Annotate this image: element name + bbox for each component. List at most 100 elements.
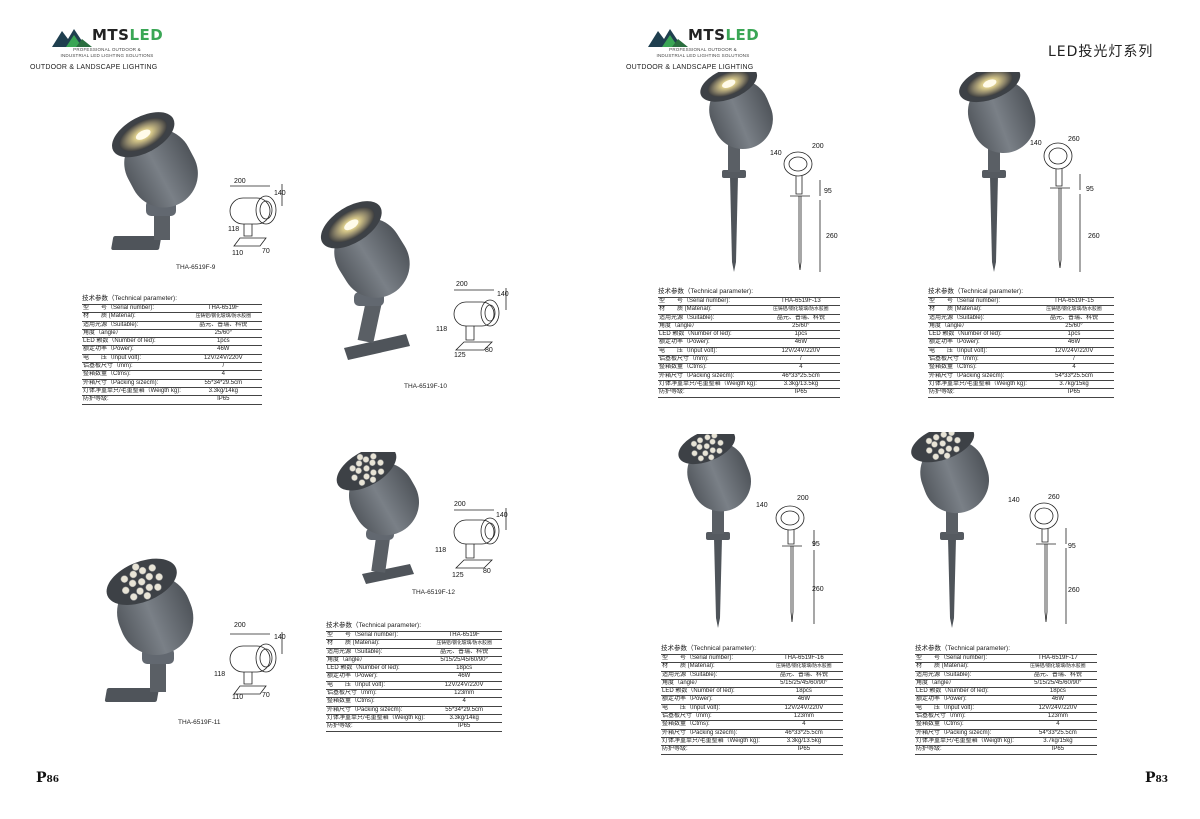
table-row: 适用光源（Suitable):晶元、普瑞、科锐 xyxy=(658,313,840,323)
fixture-image-16 xyxy=(678,434,751,628)
table-row: 防护等级:IP65 xyxy=(928,388,1114,398)
table-row: 灯体净重单只/毛重整箱（Weigth kg):3.7kg/15kg xyxy=(915,736,1097,746)
spec-title: 技术参数（Technical parameter): xyxy=(661,645,756,652)
fixture-image-9 xyxy=(111,112,198,250)
dim-10-base-d: 80 xyxy=(485,347,493,354)
table-row: 外箱尺寸（Packing sizecm):54*33*25.5cm xyxy=(915,728,1097,738)
dim-16-spike: 260 xyxy=(812,586,824,593)
table-row: 铝基板尺寸（mm):123mm xyxy=(326,689,502,698)
table-row: LED 颗数（Number of led):1pcs xyxy=(658,330,840,339)
dimension-drawing-9 xyxy=(229,184,283,247)
left-logo-subtitle-2: INDUSTRIAL LED LIGHTING SOLUTIONS xyxy=(60,52,154,58)
table-row: 防护等级:IP65 xyxy=(915,745,1097,755)
table-row: 灯体净重单只/毛重整箱（Weigth kg):3.7kg/15kg xyxy=(928,379,1114,389)
spec-table: 型 号（Serial number):THA-6519F-17 材 质 (Mat… xyxy=(915,653,1097,755)
dim-9-base-d: 70 xyxy=(262,248,270,255)
dim-10-total: 118 xyxy=(436,326,448,333)
right-page-number: P83 xyxy=(1145,770,1169,786)
dimension-drawing-17 xyxy=(1029,502,1067,624)
dim-10-height: 140 xyxy=(497,291,509,298)
table-row: 电 压（Input volt):12V/24V/220V xyxy=(82,353,262,363)
left-logo-text: MTSLED xyxy=(92,26,164,44)
spec-table-15: 技术参数（Technical parameter): 型 号（Serial nu… xyxy=(928,285,1114,398)
dim-11-base-w: 110 xyxy=(232,694,244,701)
model-label-10: THA-6519F-10 xyxy=(404,383,447,390)
dim-16-dia: 140 xyxy=(756,502,768,509)
dim-11-total: 118 xyxy=(214,671,226,678)
dim-11-base-d: 70 xyxy=(262,692,270,699)
table-row: 整箱数量（Ctms):4 xyxy=(661,720,843,730)
dimension-drawing-15 xyxy=(1043,142,1081,272)
dim-13-spike: 260 xyxy=(826,233,838,240)
fixture-image-15 xyxy=(959,72,1036,272)
dim-16-height: 95 xyxy=(812,541,820,548)
table-row: 电 压（Input volt):12V/24V/220V xyxy=(915,703,1097,713)
table-row: 铝基板尺寸（mm):/ xyxy=(928,355,1114,364)
spec-title: 技术参数（Technical parameter): xyxy=(928,288,1023,295)
mtsled-logo-icon xyxy=(648,27,688,47)
dim-11-width: 200 xyxy=(234,622,246,629)
dim-9-base-w: 110 xyxy=(232,250,244,257)
table-row: LED 颗数（Number of led):18pcs xyxy=(915,687,1097,696)
dim-13-height: 95 xyxy=(824,188,832,195)
table-row: 角度（angle）5/15/25/45/60/90° xyxy=(661,678,843,688)
dim-12-base-w: 125 xyxy=(452,572,464,579)
table-row: 灯体净重单只/毛重整箱（Weigth kg):3.3kg/13.5kg xyxy=(658,379,840,389)
table-row: LED 颗数（Number of led):18pcs xyxy=(326,664,502,673)
fixture-image-13 xyxy=(700,72,773,272)
table-row: 材 质 (Material):压铸铝/钢化玻璃/防水胶圈 xyxy=(326,639,502,649)
table-row: 灯体净重单只/毛重整箱（Weigth kg):3.3kg/14kg xyxy=(326,713,502,723)
table-row: 整箱数量（Ctms):4 xyxy=(928,363,1114,373)
table-row: 材 质 (Material):压铸铝/钢化玻璃/防水胶圈 xyxy=(915,662,1097,672)
table-row: 外箱尺寸（Packing sizecm):55*34*29.5cm xyxy=(82,378,262,388)
spec-title: 技术参数（Technical parameter): xyxy=(326,622,421,629)
table-row: 角度（angle）5/15/25/45/60/90° xyxy=(915,678,1097,688)
table-row: 铝基板尺寸（mm):/ xyxy=(82,362,262,371)
right-logo-text: MTSLED xyxy=(688,26,760,44)
dimension-drawing-13 xyxy=(783,151,821,272)
left-brand-block: MTSLED PROFESSIONAL OUTDOOR & INDUSTRIAL… xyxy=(52,27,163,58)
spec-title: 技术参数（Technical parameter): xyxy=(658,288,753,295)
model-label-9: THA-6519F-9 xyxy=(176,264,216,271)
dim-10-width: 200 xyxy=(456,281,468,288)
dim-12-base-d: 80 xyxy=(483,568,491,575)
table-row: 适用光源（Suitable):晶元、普瑞、科锐 xyxy=(915,670,1097,680)
dim-17-spike: 260 xyxy=(1068,587,1080,594)
spec-table: 型 号（Serial number):THA-6519F 材 质 (Materi… xyxy=(82,303,262,405)
dim-17-height: 95 xyxy=(1068,543,1076,550)
dim-12-height: 140 xyxy=(496,512,508,519)
model-label-11: THA-6519F-11 xyxy=(178,719,221,726)
table-row: 外箱尺寸（Packing sizecm):55*34*29.5cm xyxy=(326,705,502,715)
left-logo-subtitle-1: PROFESSIONAL OUTDOOR & xyxy=(73,47,141,52)
dim-15-spike: 260 xyxy=(1088,233,1100,240)
table-row: 角度（angle）25/60° xyxy=(658,321,840,331)
table-row: 型 号（Serial number):THA-6519F-15 xyxy=(928,296,1114,306)
left-section-title: OUTDOOR & LANDSCAPE LIGHTING xyxy=(30,64,158,71)
fixture-image-10 xyxy=(320,201,410,360)
table-row: 型 号（Serial number):THA-6519F-13 xyxy=(658,296,840,306)
table-row: 角度（angle）25/60° xyxy=(928,321,1114,331)
spec-table: 型 号（Serial number):THA-6519F-16 材 质 (Mat… xyxy=(661,653,843,755)
table-row: 灯体净重单只/毛重整箱（Weigth kg):3.3kg/14kg xyxy=(82,386,262,396)
table-row: 额定功率（Power):46W xyxy=(915,695,1097,705)
table-row: LED 颗数（Number of led):18pcs xyxy=(661,687,843,696)
table-row: 铝基板尺寸（mm):123mm xyxy=(661,712,843,721)
table-row: 额定功率（Power):46W xyxy=(661,695,843,705)
table-row: LED 颗数（Number of led):1pcs xyxy=(928,330,1114,339)
table-row: 铝基板尺寸（mm):123mm xyxy=(915,712,1097,721)
spec-table-13: 技术参数（Technical parameter): 型 号（Serial nu… xyxy=(658,285,840,398)
spec-title: 技术参数（Technical parameter): xyxy=(82,295,177,302)
table-row: 灯体净重单只/毛重整箱（Weigth kg):3.3kg/13.5kg xyxy=(661,736,843,746)
table-row: 角度（angle）5/15/25/45/60/90° xyxy=(326,655,502,665)
dim-9-height: 140 xyxy=(274,190,286,197)
dim-16-length: 200 xyxy=(797,495,809,502)
table-row: 额定功率（Power):46W xyxy=(928,338,1114,348)
table-row: 型 号（Serial number):THA-6519F-16 xyxy=(661,653,843,663)
table-row: 外箱尺寸（Packing sizecm):54*33*25.5cm xyxy=(928,371,1114,381)
dimension-drawing-12 xyxy=(453,508,507,569)
table-row: 电 压（Input volt):12V/24V/220V xyxy=(326,680,502,690)
table-row: 额定功率（Power):46W xyxy=(326,672,502,682)
dimension-drawing-11 xyxy=(229,632,283,695)
dim-9-width: 200 xyxy=(234,178,246,185)
table-row: 适用光源（Suitable):晶元、普瑞、科锐 xyxy=(661,670,843,680)
